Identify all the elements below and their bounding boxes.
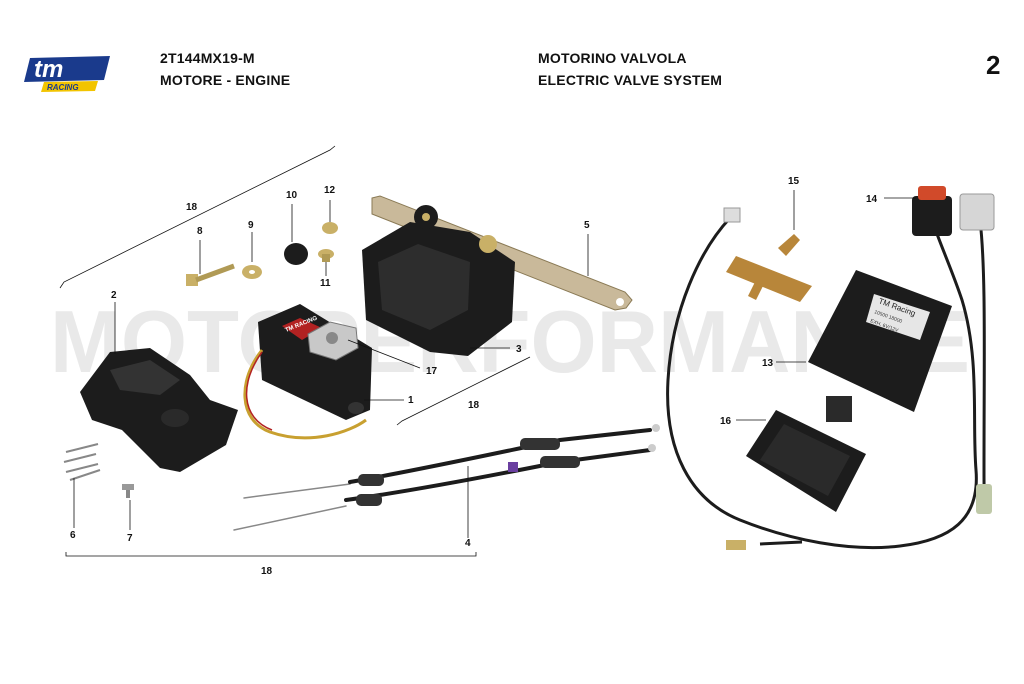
- callout-18-top: 18: [186, 202, 198, 213]
- callout-1: 1: [408, 395, 414, 406]
- callouts: 1 2 3 4 5 6 7 8 9 10 11 12 13 14 15 16 1…: [70, 176, 878, 577]
- part-10-grommet: [284, 243, 308, 265]
- callout-14: 14: [866, 194, 878, 205]
- part-11-bushing: [318, 249, 334, 262]
- callout-2: 2: [111, 290, 117, 301]
- group-title-en: ELECTRIC VALVE SYSTEM: [538, 72, 723, 88]
- part-8-bolt: [186, 263, 235, 286]
- part-15-bracket: [726, 234, 812, 302]
- callout-13: 13: [762, 358, 774, 369]
- callout-4: 4: [465, 538, 471, 549]
- part-12-nut: [322, 222, 338, 234]
- servo-wire: [243, 349, 367, 440]
- logo-brand: tm: [34, 56, 63, 83]
- part-13-ecu: TM Racing 10500 18000 EXH. 6V/12V: [808, 270, 952, 422]
- callout-17: 17: [426, 366, 438, 377]
- section-title: MOTORE - ENGINE: [160, 72, 291, 88]
- part-16-cover: [746, 410, 866, 512]
- part-14-connectors: [723, 186, 995, 550]
- callout-3: 3: [516, 344, 522, 355]
- callout-5: 5: [584, 220, 590, 231]
- part-9-washer: [242, 265, 262, 279]
- callout-10: 10: [286, 190, 298, 201]
- callout-16: 16: [720, 416, 732, 427]
- callout-15: 15: [788, 176, 800, 187]
- callout-8: 8: [197, 226, 203, 237]
- logo-subtext: RACING: [47, 83, 79, 92]
- callout-6: 6: [70, 530, 76, 541]
- callout-7: 7: [127, 533, 133, 544]
- callout-11: 11: [320, 278, 331, 289]
- part-2-cover: [80, 348, 238, 472]
- page-number: 2: [986, 50, 1001, 80]
- part-7-screw: [122, 484, 134, 498]
- model-code: 2T144MX19-M: [160, 50, 255, 66]
- callout-18-bottom: 18: [261, 566, 273, 577]
- part-3-valve-box: [362, 205, 515, 356]
- group-18-brackets: [59, 145, 531, 557]
- part-6-screws: [63, 443, 101, 481]
- part-17-horn-plate: [307, 321, 359, 361]
- leader-lines: [73, 190, 916, 538]
- part-4-cables: [233, 424, 660, 531]
- tm-racing-logo: tm RACING: [24, 56, 110, 92]
- callout-12: 12: [324, 185, 336, 196]
- group-title-it: MOTORINO VALVOLA: [538, 50, 687, 66]
- callout-18-right: 18: [468, 400, 480, 411]
- callout-9: 9: [248, 220, 254, 231]
